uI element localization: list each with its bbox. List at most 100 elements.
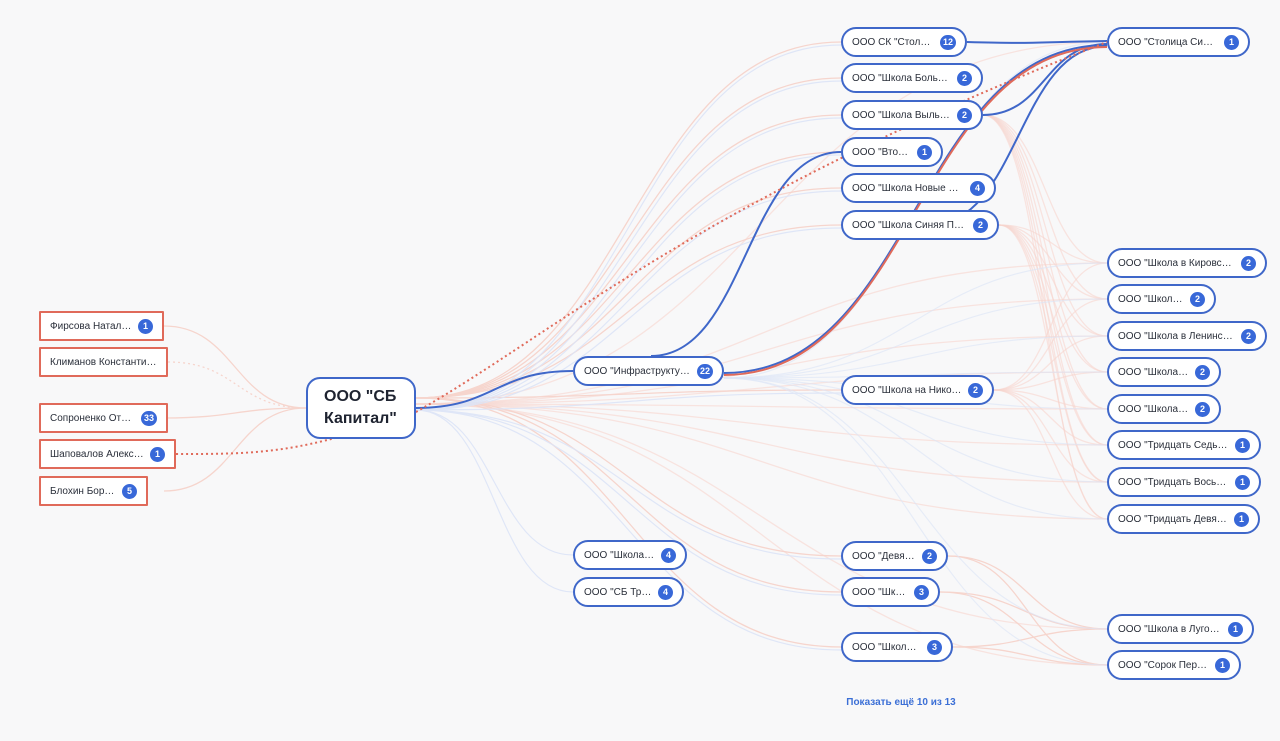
company-node[interactable]: ООО "СБ Трейд" 4 <box>573 577 684 607</box>
company-name: ООО "Школа на… <box>852 641 921 653</box>
company-node[interactable]: ООО "Тридцать Девятая… 1 <box>1107 504 1260 534</box>
link-edge <box>163 325 307 409</box>
company-node[interactable]: ООО "Тридцать Восьмая… 1 <box>1107 467 1261 497</box>
person-name: Фирсова Наталья… <box>50 320 132 332</box>
person-node[interactable]: Блохин Борис… 5 <box>39 476 148 506</box>
link-edge <box>998 224 1108 337</box>
company-name: ООО "Школа в… <box>1118 293 1184 305</box>
count-badge: 2 <box>1195 364 1210 380</box>
company-node[interactable]: ООО "Школа на… 3 <box>841 632 953 662</box>
company-node[interactable]: ООО "Школа Выльгорт" 2 <box>841 100 983 130</box>
count-badge: 22 <box>696 363 713 379</box>
show-more-link[interactable]: Показать ещё 10 из 13 <box>846 697 956 708</box>
company-node[interactable]: ООО "Школа Синяя Птица" 2 <box>841 210 999 240</box>
link-edge <box>415 227 842 411</box>
link-edge <box>415 298 1108 405</box>
company-name: ООО "Сорок Первая… <box>1118 659 1209 671</box>
count-badge: 4 <box>661 547 676 563</box>
company-node[interactable]: ООО "Школа Новые Ляды" 4 <box>841 173 996 203</box>
link-edge <box>415 80 842 411</box>
count-badge: 1 <box>138 318 153 334</box>
link-edge <box>993 389 1108 483</box>
person-name: Шаповалов Алексей… <box>50 448 144 460</box>
company-node[interactable]: ООО "Школа… 3 <box>841 577 940 607</box>
link-edge <box>998 224 1108 410</box>
link-edge <box>982 114 1108 483</box>
company-node[interactable]: ООО "Школа на… 2 <box>1107 394 1221 424</box>
link-edge <box>982 114 1108 300</box>
link-edge <box>993 371 1108 391</box>
company-node[interactable]: ООО "Школа в… 2 <box>1107 284 1216 314</box>
count-badge: 12 <box>939 34 956 50</box>
company-name: ООО "Школа в Луговом" <box>1118 623 1222 635</box>
company-node[interactable]: ООО "Школа Большие… 2 <box>841 63 983 93</box>
company-node[interactable]: ООО "Школа на… 2 <box>1107 357 1221 387</box>
person-node[interactable]: Сопроненко Отто… 33 <box>39 403 168 433</box>
link-edge <box>998 224 1108 300</box>
count-badge: 4 <box>970 180 985 196</box>
company-name: ООО "Столица Сибири" <box>1118 36 1218 48</box>
company-node[interactable]: ООО "Столица Сибири" 1 <box>1107 27 1250 57</box>
link-edge <box>163 407 307 492</box>
link-edge <box>982 114 1108 520</box>
count-badge: 2 <box>957 70 972 86</box>
company-node[interactable]: ООО "Вторая… 1 <box>841 137 943 167</box>
person-node[interactable]: Климанов Константин… <box>39 347 168 377</box>
link-edge <box>415 397 842 648</box>
company-name: ООО "Школа Выльгорт" <box>852 109 951 121</box>
company-name: ООО "Школа в Ленинском… <box>1118 330 1235 342</box>
root-company-node[interactable]: ООО "СБ Капитал" <box>306 377 416 439</box>
link-edge <box>998 224 1108 446</box>
company-name: ООО "Тридцать Седьмая… <box>1118 439 1229 451</box>
count-badge: 4 <box>658 584 673 600</box>
link-edge <box>415 409 842 596</box>
link-edge <box>998 224 1108 264</box>
link-edge <box>415 403 1108 666</box>
count-badge: 1 <box>1228 621 1243 637</box>
count-badge: 3 <box>927 639 942 655</box>
company-node[interactable]: ООО "Тридцать Седьмая… 1 <box>1107 430 1261 460</box>
person-name: Блохин Борис… <box>50 485 116 497</box>
link-edge <box>415 403 1108 630</box>
company-node[interactable]: ООО "Школа в Луговом" 1 <box>1107 614 1254 644</box>
link-edge <box>993 389 1108 520</box>
link-edge <box>952 628 1108 648</box>
company-name: ООО "Школа Синяя Птица" <box>852 219 967 231</box>
link-edge <box>415 409 574 556</box>
count-badge: 2 <box>957 107 972 123</box>
company-name: ООО СК "Столица… <box>852 36 934 48</box>
link-edge <box>415 403 1108 410</box>
person-node[interactable]: Фирсова Наталья… 1 <box>39 311 164 341</box>
link-edge <box>415 370 574 409</box>
link-edge <box>415 224 842 399</box>
company-node[interactable]: ООО "Школа на… 4 <box>573 540 687 570</box>
count-badge: 2 <box>922 548 937 564</box>
company-node[interactable]: ООО "Школа в Кировском… 2 <box>1107 248 1267 278</box>
link-edge <box>723 335 1108 379</box>
company-node[interactable]: ООО "Девятая… 2 <box>841 541 948 571</box>
count-badge: 3 <box>914 584 929 600</box>
company-node[interactable]: ООО "Инфраструктура… 22 <box>573 356 724 386</box>
person-node[interactable]: Шаповалов Алексей… 1 <box>39 439 176 469</box>
count-badge: 2 <box>973 217 988 233</box>
link-edge <box>966 40 1108 44</box>
link-edge <box>415 262 1108 405</box>
company-node[interactable]: ООО СК "Столица… 12 <box>841 27 967 57</box>
count-badge: 5 <box>122 483 137 499</box>
link-edge <box>982 114 1108 446</box>
company-name: ООО "Тридцать Девятая… <box>1118 513 1228 525</box>
person-name: Климанов Константин… <box>50 356 157 368</box>
company-name: ООО "Школа на… <box>584 549 655 561</box>
link-edge <box>723 44 1108 374</box>
count-badge: 2 <box>1190 291 1205 307</box>
link-edge <box>415 77 842 399</box>
company-node[interactable]: ООО "Школа на Николая… 2 <box>841 375 994 405</box>
link-edge <box>723 262 1108 379</box>
company-node[interactable]: ООО "Сорок Первая… 1 <box>1107 650 1241 680</box>
link-edge <box>415 117 842 411</box>
link-edge <box>723 298 1108 379</box>
link-edge <box>982 114 1108 264</box>
company-node[interactable]: ООО "Школа в Ленинском… 2 <box>1107 321 1267 351</box>
